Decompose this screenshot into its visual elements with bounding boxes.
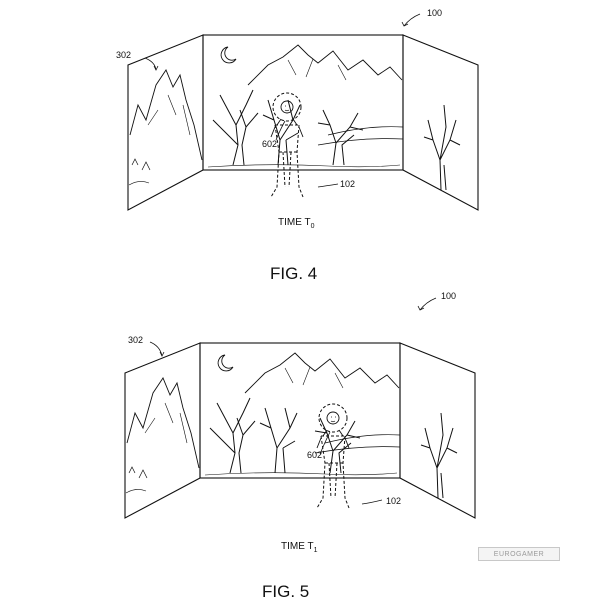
fig4-ref-walls: 302 [116,50,132,60]
fig5-ref-walls: 302 [128,335,144,345]
eurogamer-watermark: EUROGAMER [478,547,560,561]
fig4-label: FIG. 4 [270,264,318,283]
fig5-ref-user: 102 [386,496,402,506]
fig4-ref-system: 100 [427,8,443,18]
fig5-time-sub: 1 [313,547,318,554]
fig4-time-sub: 0 [310,223,315,230]
fig5-time-label: TIME T1 [281,541,318,554]
fig5-ref-target: 602 [307,450,323,460]
figure-4-drawing [127,13,479,211]
fig5-label: FIG. 5 [262,582,310,601]
fig4-ref-user: 102 [340,179,356,189]
fig5-time-text: TIME T [281,541,314,552]
figure-5-drawing [124,297,476,519]
fig5-ref-system: 100 [441,291,457,301]
fig4-time-text: TIME T [278,217,311,228]
fig4-ref-target: 602 [262,139,278,149]
fig4-time-label: TIME T0 [278,217,315,230]
